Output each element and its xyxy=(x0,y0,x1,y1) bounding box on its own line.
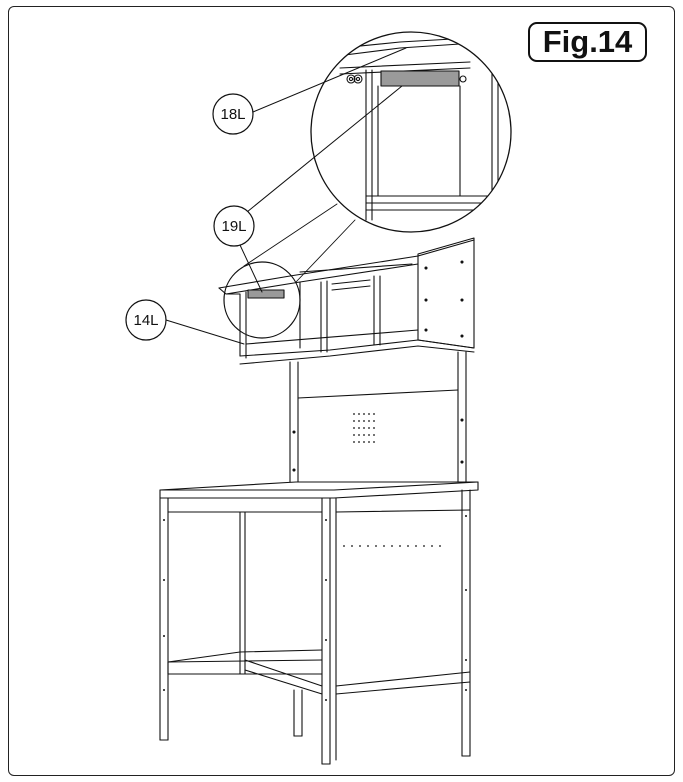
callout-14L-label: 14L xyxy=(133,312,158,329)
bench-frame xyxy=(159,489,471,765)
hole-row xyxy=(163,515,467,701)
callout-18L: 18L xyxy=(212,47,407,135)
callout-19L-label: 19L xyxy=(221,218,246,235)
hutch-shelf xyxy=(218,237,475,365)
callout-19L: 19L xyxy=(213,85,403,293)
detail-zoom xyxy=(310,31,512,233)
figure-frame xyxy=(8,6,675,776)
callout-18L-label: 18L xyxy=(220,106,245,123)
screw-icon xyxy=(353,74,363,84)
screw-icon xyxy=(459,75,467,83)
detail-circle xyxy=(310,31,512,233)
callout-14L: 14L xyxy=(125,299,245,345)
pegboard-holes xyxy=(353,413,375,443)
back-uprights xyxy=(289,351,467,483)
bracket-part-19L-small xyxy=(247,289,285,299)
screw-icon xyxy=(346,74,356,84)
small-detail-circle xyxy=(223,261,301,339)
figure-label: Fig.14 xyxy=(528,22,647,62)
bench-top xyxy=(159,481,479,499)
bracket-part-19L xyxy=(380,70,460,87)
